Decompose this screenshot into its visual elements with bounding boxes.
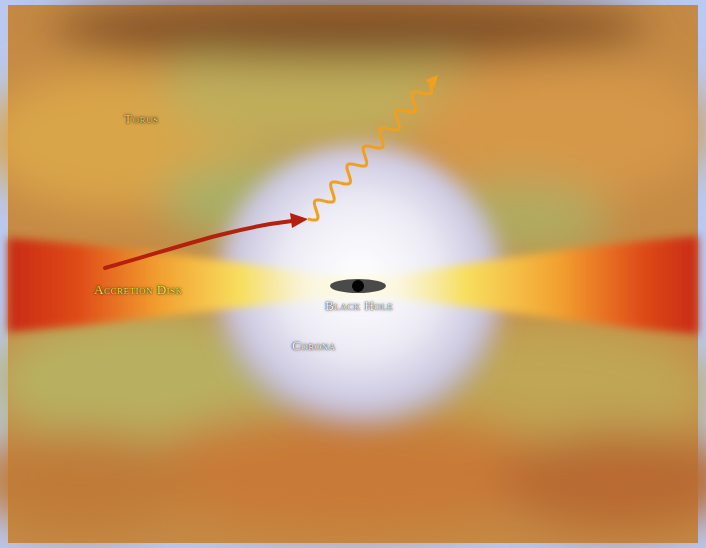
arrow-head (290, 213, 308, 228)
incoming-photon (105, 221, 292, 268)
scattered-photon-wave (308, 84, 432, 220)
event-horizon-shadow (330, 279, 386, 293)
arrow-head (426, 75, 439, 88)
scattered-photon (308, 75, 438, 220)
corona-label: Corona (292, 338, 336, 354)
disk-label: Accretion Disk (94, 282, 183, 298)
black-hole-label: Black Hole (325, 298, 393, 314)
torus-label: Torus (124, 111, 158, 127)
black-hole-dot (352, 280, 364, 292)
torus-cloud (0, 0, 706, 530)
accretion-disk (8, 236, 698, 334)
